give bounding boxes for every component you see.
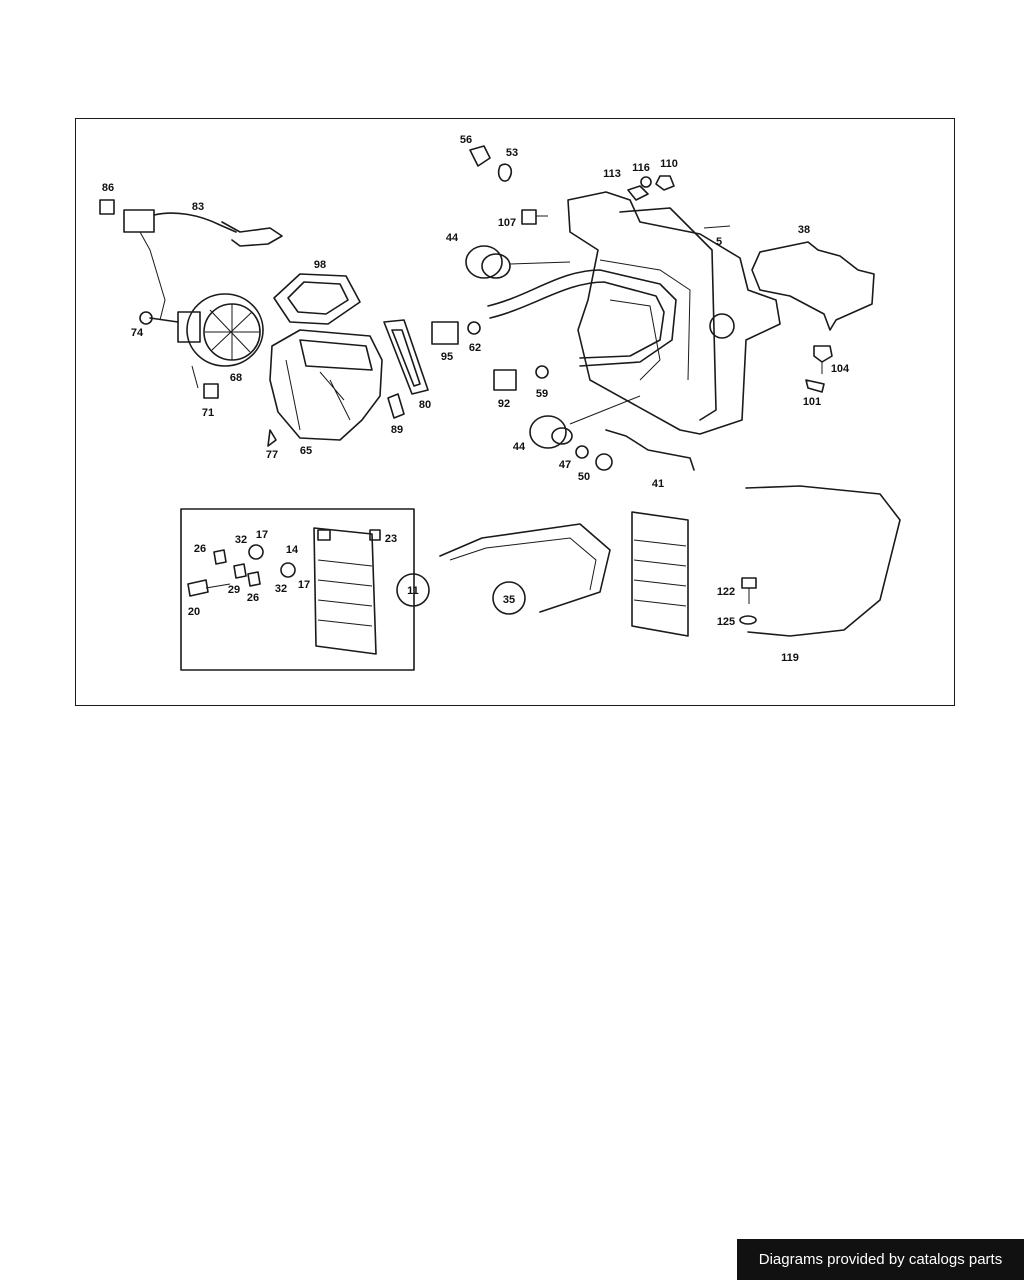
callout-53: 53 (506, 147, 518, 159)
callout-92: 92 (498, 398, 510, 410)
callout-98: 98 (314, 259, 326, 271)
callout-26-bottom: 26 (247, 592, 259, 604)
callout-68: 68 (230, 372, 242, 384)
pipes-kit (439, 523, 611, 615)
callout-80: 80 (419, 399, 431, 411)
callout-107: 107 (498, 217, 516, 229)
heater-core-kit-inset (180, 508, 430, 671)
callout-74: 74 (131, 327, 144, 339)
heater-box (521, 175, 781, 435)
callout-101: 101 (803, 396, 821, 408)
callout-23: 23 (385, 533, 397, 545)
gasket (383, 319, 429, 419)
linkage-rod (605, 429, 695, 471)
callout-5: 5 (716, 236, 722, 248)
callout-65: 65 (300, 445, 312, 457)
small-fittings (431, 145, 549, 391)
callout-44-bottom: 44 (513, 441, 526, 453)
wiring-harness (99, 199, 283, 321)
callout-62: 62 (469, 342, 481, 354)
callout-32-bottom: 32 (275, 583, 287, 595)
filter-frame (273, 273, 361, 325)
callout-labels: 86 83 74 68 71 98 65 77 89 80 56 53 113 … (102, 134, 850, 664)
callout-38: 38 (798, 224, 810, 236)
callout-14: 14 (286, 544, 299, 556)
blower-housing (267, 329, 383, 447)
callout-110: 110 (660, 158, 678, 170)
callout-116: 116 (632, 162, 650, 174)
callout-119: 119 (781, 652, 799, 664)
servo-actuators (465, 245, 641, 471)
coolant-pipes (487, 269, 677, 367)
callout-41: 41 (652, 478, 664, 490)
callout-11: 11 (407, 585, 419, 597)
callout-59: 59 (536, 388, 548, 400)
callout-17-bottom: 17 (298, 579, 310, 591)
callout-47: 47 (559, 459, 571, 471)
callout-71: 71 (202, 407, 214, 419)
heater-core (631, 511, 689, 637)
callout-125: 125 (717, 616, 735, 628)
callout-122: 122 (717, 586, 735, 598)
credit-banner: Diagrams provided by catalogs parts (737, 1239, 1024, 1280)
callout-113: 113 (603, 168, 621, 180)
exploded-parts-diagram: 86 83 74 68 71 98 65 77 89 80 56 53 113 … (99, 134, 901, 671)
callout-77: 77 (266, 449, 278, 461)
callout-35: 35 (503, 594, 515, 606)
callout-50: 50 (578, 471, 590, 483)
callout-83: 83 (192, 201, 204, 213)
callout-95: 95 (441, 351, 453, 363)
callout-29: 29 (228, 584, 240, 596)
callout-104: 104 (831, 363, 850, 375)
bolt-and-bracket (805, 345, 833, 393)
callout-86: 86 (102, 182, 114, 194)
callout-17-top: 17 (256, 529, 268, 541)
callout-32-top: 32 (235, 534, 247, 546)
callout-56: 56 (460, 134, 472, 146)
callout-20: 20 (188, 606, 200, 618)
strap-assembly (739, 485, 901, 637)
mounting-bracket (751, 241, 875, 331)
parts-diagram-frame (75, 118, 955, 706)
callout-26-top: 26 (194, 543, 206, 555)
callout-44-top: 44 (446, 232, 459, 244)
blower-motor (139, 293, 264, 399)
callout-89: 89 (391, 424, 403, 436)
